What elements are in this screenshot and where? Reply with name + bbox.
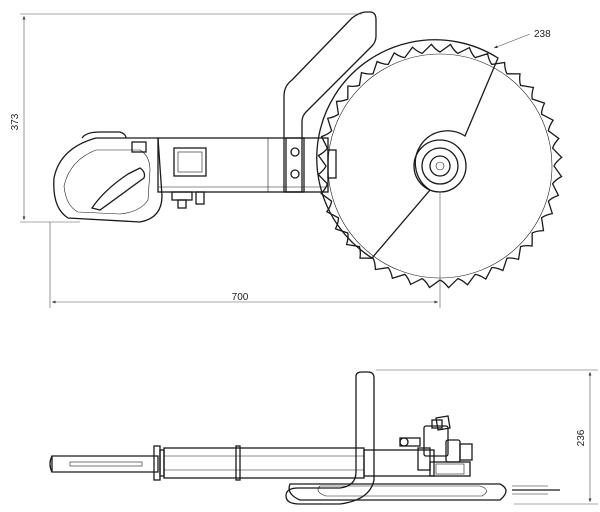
blade-hub — [413, 139, 467, 193]
base-plate — [288, 483, 507, 501]
dimension-373-label: 373 — [10, 113, 21, 130]
dimension-height-top: 236 — [376, 369, 598, 505]
lower-fittings — [171, 191, 205, 209]
dimension-236-label: 236 — [576, 429, 587, 446]
dimension-height-side: 373 — [10, 13, 362, 223]
top-rear-grip — [49, 445, 165, 481]
side-view: 373 700 238 — [10, 11, 563, 308]
handle-mount — [285, 137, 305, 193]
dimension-238-label: 238 — [534, 29, 551, 40]
front-handle — [283, 11, 377, 193]
top-front-handle — [285, 371, 375, 505]
top-blade — [512, 485, 560, 495]
dimension-blade-diameter: 238 — [493, 29, 551, 49]
top-housing — [163, 445, 435, 481]
blade-guard — [316, 39, 499, 259]
arbor-assembly — [399, 415, 473, 477]
dimension-700-label: 700 — [232, 292, 249, 303]
dimension-length: 700 — [49, 192, 441, 308]
top-view: 236 — [49, 369, 598, 505]
motor-housing — [157, 137, 337, 193]
rear-grip — [53, 131, 163, 223]
